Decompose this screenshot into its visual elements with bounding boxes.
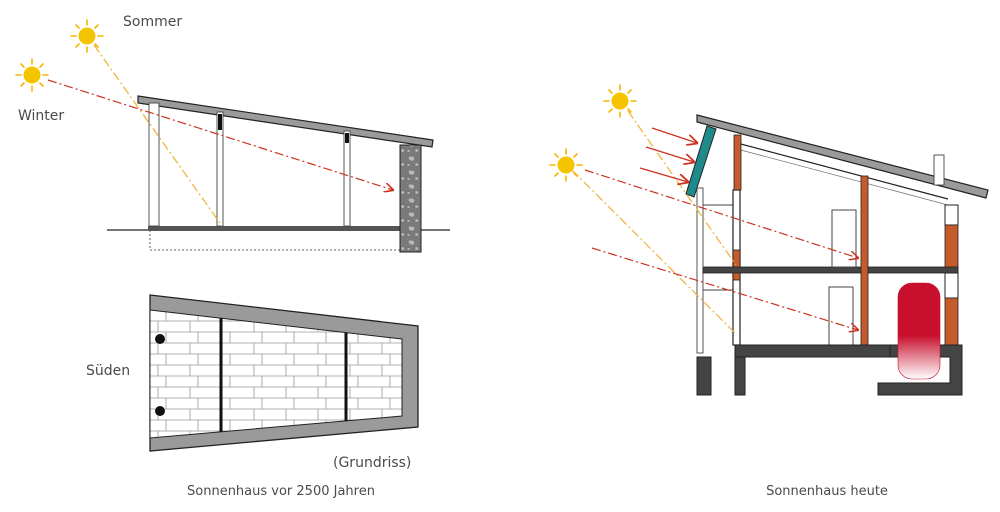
label-floorplan: (Grundriss) — [333, 455, 411, 471]
left-sun-rays — [47, 44, 393, 227]
ancient-house-floorplan — [149, 294, 419, 452]
ancient-house-section — [107, 95, 450, 253]
storage-tank — [897, 282, 941, 380]
collector-ray — [639, 167, 688, 182]
label-summer: Sommer — [123, 14, 182, 30]
sun-icon — [549, 148, 583, 182]
column-dot — [155, 334, 165, 344]
summer-ray — [571, 169, 738, 336]
summer-ray — [93, 44, 223, 227]
winter-ray — [47, 79, 393, 190]
winter-ray — [584, 169, 858, 258]
summer-ray — [627, 110, 737, 266]
modern-house-section — [685, 114, 989, 396]
caption-ancient: Sonnenhaus vor 2500 Jahren — [187, 484, 375, 499]
label-south: Süden — [86, 363, 130, 379]
winter-ray — [591, 247, 858, 330]
label-winter: Winter — [18, 108, 64, 124]
caption-modern: Sonnenhaus heute — [766, 484, 888, 499]
sun-icon — [70, 19, 104, 53]
column-dot — [155, 406, 165, 416]
right-sun-rays — [571, 110, 858, 336]
collector-ray — [651, 127, 697, 143]
sun-icon — [603, 84, 637, 118]
sun-icon — [15, 58, 49, 92]
collector-ray — [645, 146, 694, 162]
